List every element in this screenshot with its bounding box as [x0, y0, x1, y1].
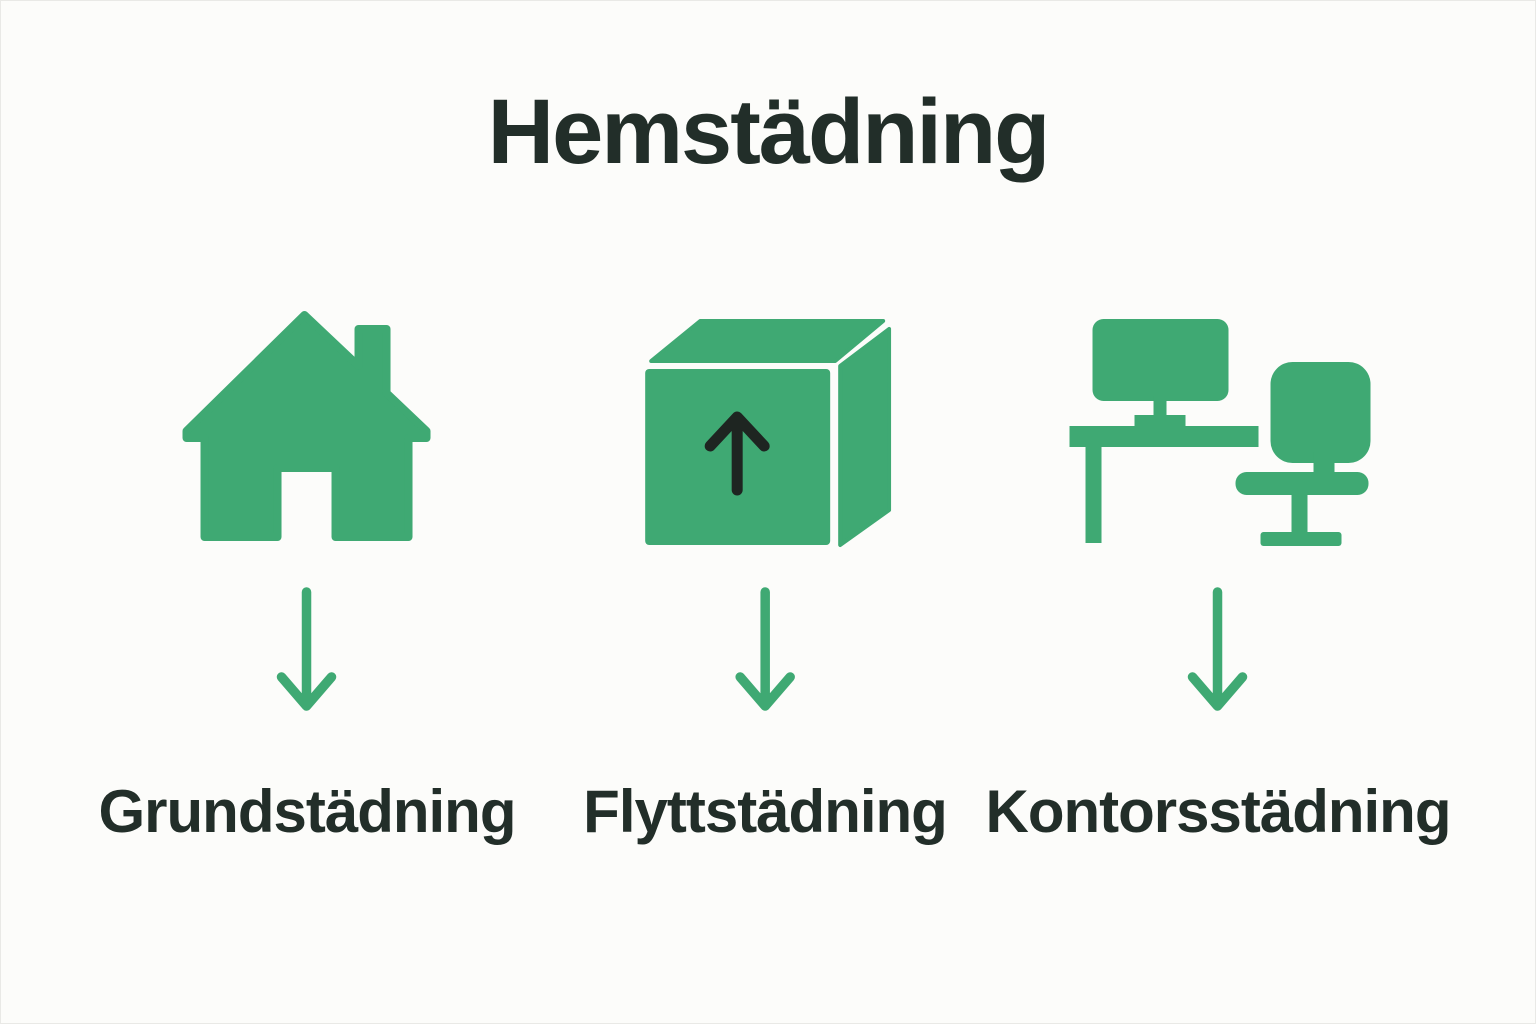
down-arrow-icon — [276, 586, 338, 714]
page-title: Hemstädning — [487, 81, 1051, 183]
service-column-kontorsstadning: Kontorsstädning — [986, 300, 1451, 848]
service-column-grundstadning: Grundstädning — [99, 300, 516, 848]
office-desk-icon — [1063, 316, 1373, 548]
down-arrow-icon — [1187, 586, 1249, 714]
service-label-flyttstadning: Flyttstädning — [583, 778, 948, 845]
house-icon — [180, 308, 434, 548]
service-label-kontorsstadning: Kontorsstädning — [985, 778, 1452, 845]
service-label-grundstadning: Grundstädning — [98, 778, 517, 845]
service-column-flyttstadning: Flyttstädning — [583, 300, 948, 848]
moving-box-icon — [639, 314, 891, 548]
down-arrow-icon — [734, 586, 796, 714]
